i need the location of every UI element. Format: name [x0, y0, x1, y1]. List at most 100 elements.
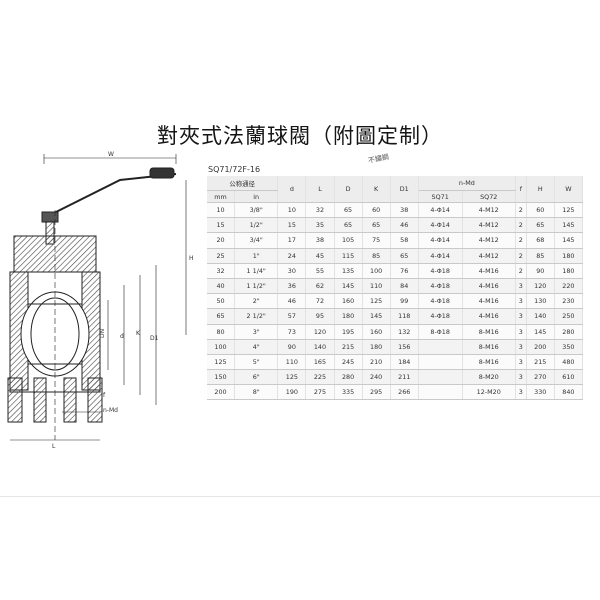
dim-label-f: f: [103, 392, 106, 399]
table-cell: 250: [554, 308, 584, 325]
table-cell: 110: [362, 278, 391, 295]
table-cell: 140: [305, 339, 335, 355]
table-cell: 350: [554, 339, 584, 355]
table-cell: 3: [515, 354, 527, 371]
table-cell: 330: [526, 384, 555, 401]
table-cell: 3: [515, 369, 527, 386]
table-cell: 73: [277, 324, 307, 340]
table-cell: 132: [390, 324, 419, 340]
header-sq72: SQ72: [462, 190, 516, 203]
table-cell: 85: [526, 248, 555, 264]
table-cell: 8-M20: [462, 369, 516, 386]
table-cell: 65: [390, 248, 419, 264]
table-cell: 215: [334, 339, 363, 355]
header-mm: mm: [207, 190, 236, 203]
table-cell: 3/4": [234, 232, 279, 249]
table-cell: 4": [234, 339, 279, 355]
table-cell: 32: [305, 202, 335, 219]
header-d: d: [277, 176, 307, 203]
table-cell: 4-M16: [462, 263, 516, 279]
table-cell: 180: [334, 308, 363, 325]
page-divider: [0, 496, 600, 497]
table-cell: 60: [526, 202, 555, 219]
table-cell: 165: [305, 354, 335, 371]
table-cell: 120: [526, 278, 555, 295]
table-cell: 125: [362, 293, 391, 310]
table-cell: 6": [234, 369, 279, 386]
table-cell: 90: [277, 339, 307, 355]
table-cell: 57: [277, 308, 307, 325]
table-cell: 266: [390, 384, 419, 401]
table-cell: 68: [526, 232, 555, 249]
table-cell: 100: [207, 339, 236, 355]
table-cell: [418, 384, 463, 401]
spec-table: 公称通径 d L D K D1 n-Md f H W mm in SQ71 SQ…: [207, 176, 584, 401]
table-cell: 190: [277, 384, 307, 401]
table-cell: 4-Φ18: [418, 278, 463, 295]
table-cell: 130: [526, 293, 555, 310]
table-cell: 4-M12: [462, 248, 516, 264]
header-l: L: [305, 176, 335, 203]
table-cell: 60: [362, 202, 391, 219]
table-cell: 32: [207, 263, 236, 279]
table-cell: 156: [390, 339, 419, 355]
table-cell: 4-M16: [462, 278, 516, 295]
model-label: SQ71/72F-16: [208, 165, 261, 174]
table-cell: 2: [515, 202, 527, 219]
table-cell: 211: [390, 369, 419, 386]
table-cell: 15: [207, 217, 236, 234]
table-cell: 58: [390, 232, 419, 249]
table-cell: 145: [362, 308, 391, 325]
table-cell: 200: [207, 384, 236, 401]
table-cell: 145: [554, 217, 584, 234]
table-cell: 610: [554, 369, 584, 386]
dim-label-d1: D1: [150, 335, 159, 342]
table-cell: 840: [554, 384, 584, 401]
table-cell: 2: [515, 217, 527, 234]
table-cell: 8": [234, 384, 279, 401]
header-k: K: [362, 176, 391, 203]
table-cell: 25: [207, 248, 236, 264]
table-cell: 3": [234, 324, 279, 340]
table-cell: 10: [207, 202, 236, 219]
table-cell: 4-Φ14: [418, 217, 463, 234]
table-cell: 280: [334, 369, 363, 386]
table-cell: [418, 354, 463, 371]
table-cell: 3/8": [234, 202, 279, 219]
table-cell: 20: [207, 232, 236, 249]
table-cell: 4-M12: [462, 217, 516, 234]
table-cell: 184: [390, 354, 419, 371]
table-cell: 160: [334, 293, 363, 310]
dim-label-dn: DN: [99, 329, 106, 338]
table-cell: 45: [305, 248, 335, 264]
table-cell: 295: [362, 384, 391, 401]
table-cell: 15: [277, 217, 307, 234]
table-cell: 85: [362, 248, 391, 264]
table-cell: 2: [515, 248, 527, 264]
table-cell: 118: [390, 308, 419, 325]
table-cell: 115: [334, 248, 363, 264]
table-cell: 4-Φ14: [418, 202, 463, 219]
table-cell: 105: [334, 232, 363, 249]
header-sq71: SQ71: [418, 190, 463, 203]
table-cell: 150: [207, 369, 236, 386]
table-cell: 38: [390, 202, 419, 219]
table-cell: 215: [526, 354, 555, 371]
table-cell: 65: [362, 217, 391, 234]
header-w: W: [554, 176, 584, 203]
table-cell: 80: [207, 324, 236, 340]
header-in: in: [234, 190, 279, 203]
header-d-outer: D: [334, 176, 363, 203]
table-cell: 2": [234, 293, 279, 310]
table-cell: 40: [207, 278, 236, 295]
table-cell: 30: [277, 263, 307, 279]
dim-label-k: K: [136, 330, 141, 337]
table-cell: 1 1/2": [234, 278, 279, 295]
dim-label-h: H: [189, 255, 194, 262]
